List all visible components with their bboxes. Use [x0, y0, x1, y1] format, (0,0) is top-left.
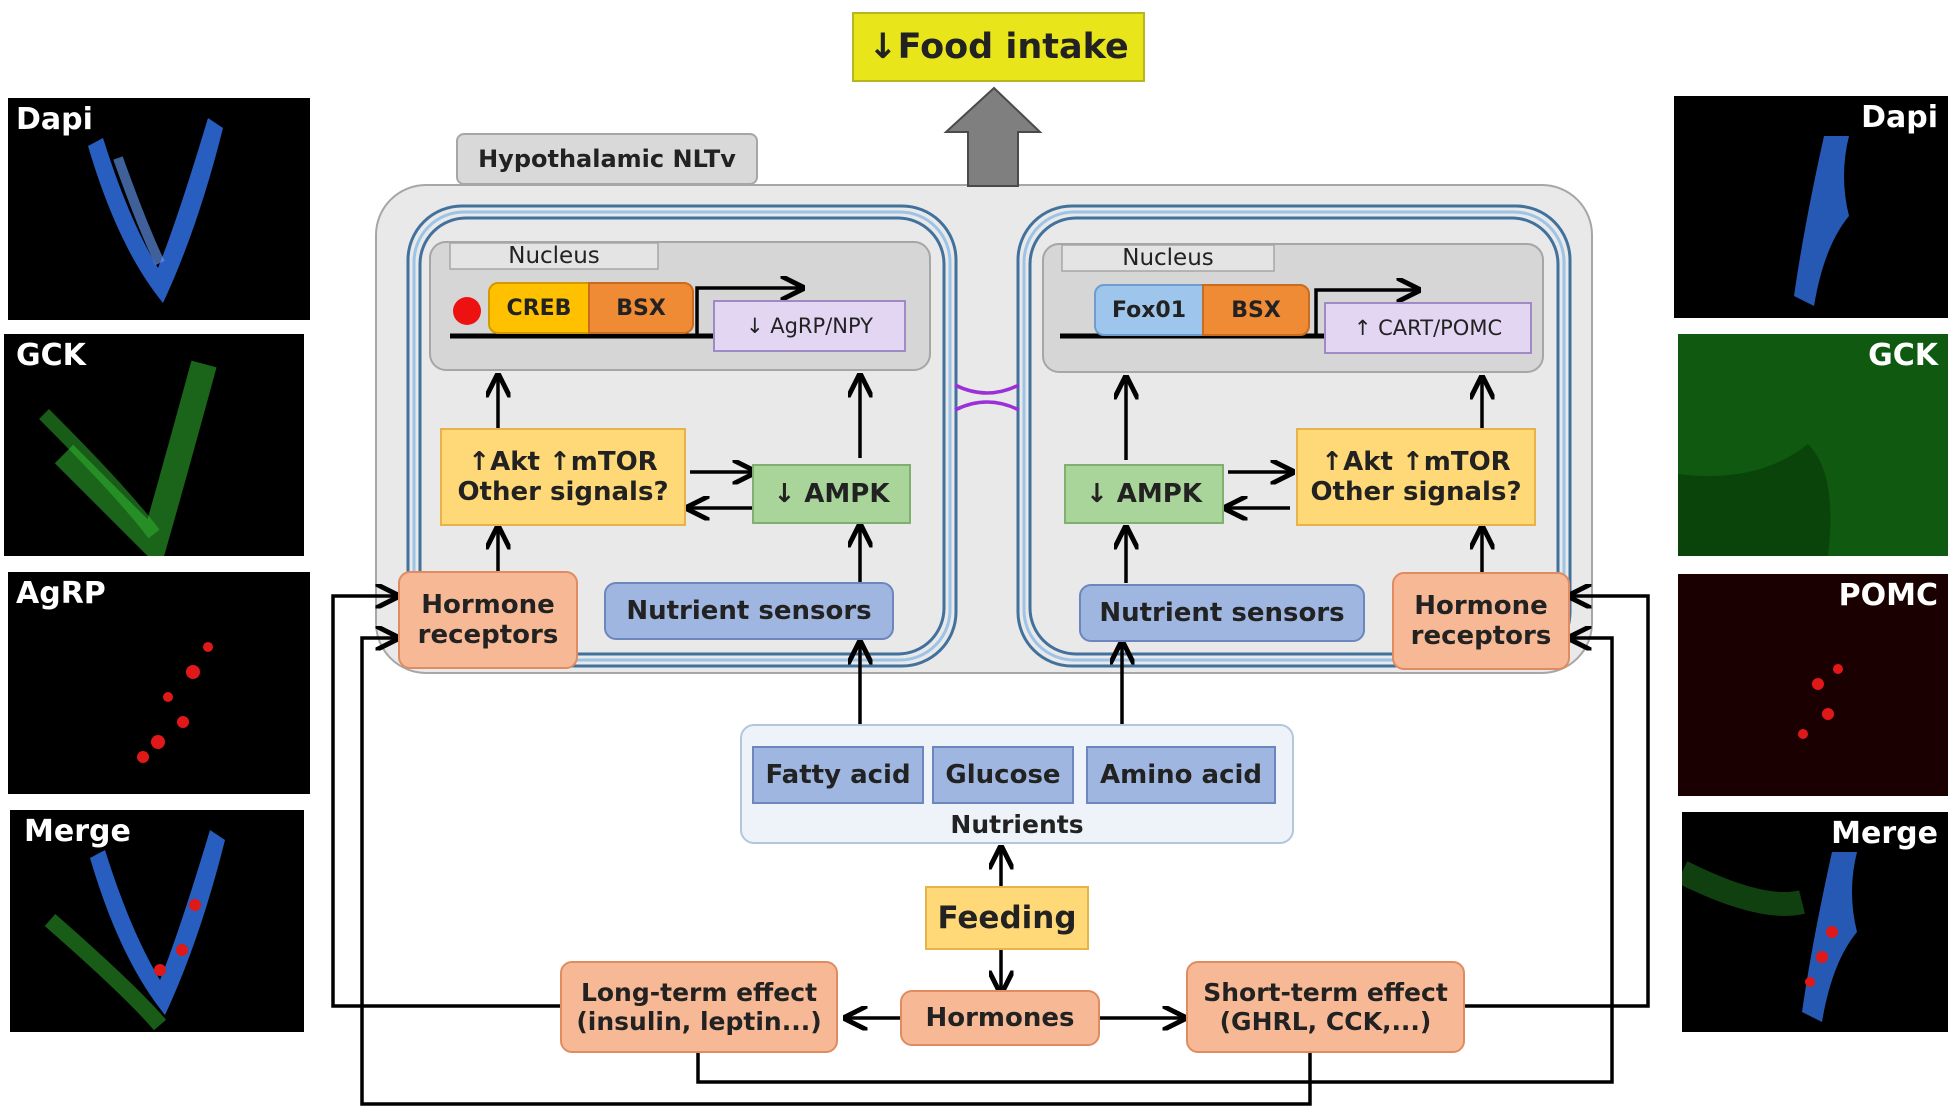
receptors-label: receptors [417, 620, 559, 650]
food-intake-label: Food intake [897, 27, 1129, 67]
glucose-label: Glucose [945, 760, 1061, 790]
akt-mtor-label: ↑Akt ↑mTOR [468, 447, 658, 477]
down-arrow-icon: ↓ [868, 27, 898, 67]
glucose-box: Glucose [932, 746, 1074, 804]
left-cell-membrane [406, 204, 958, 668]
agrp-npy-label: ↓ AgRP/NPY [745, 314, 874, 338]
left-panel-label-dapi: Dapi [16, 102, 93, 137]
right-nutrient-sensors-box: Nutrient sensors [1079, 584, 1365, 642]
long-term-effect-box: Long-term effect (insulin, leptin...) [560, 961, 838, 1053]
left-panel-label-merge: Merge [24, 814, 131, 849]
left-panel-label-agrp: AgRP [16, 576, 106, 611]
amino-acid-label: Amino acid [1099, 760, 1263, 790]
gap-junction [954, 383, 1020, 412]
hormone-label: Hormone [1414, 591, 1548, 621]
agrp-npy-box: ↓ AgRP/NPY [713, 300, 906, 352]
right-fox01-box: Fox01 [1094, 284, 1204, 336]
right-gck-panel: GCK [1678, 334, 1948, 556]
right-pomc-panel: POMC [1678, 574, 1948, 796]
left-creb-box: CREB [488, 282, 590, 334]
left-hormone-receptors-box: Hormone receptors [398, 571, 578, 669]
right-dapi-panel: Dapi [1674, 96, 1948, 318]
fox01-label: Fox01 [1111, 297, 1187, 323]
fatty-acid-box: Fatty acid [752, 746, 924, 804]
left-panel-label-gck: GCK [16, 338, 86, 373]
ampk-label: ↓ AMPK [773, 479, 890, 509]
right-akt-box: ↑Akt ↑mTOR Other signals? [1296, 428, 1536, 526]
left-nutrient-sensors-box: Nutrient sensors [604, 582, 894, 640]
region-label: Hypothalamic NLTv [478, 145, 736, 173]
long-term-examples: (insulin, leptin...) [576, 1007, 822, 1036]
amino-acid-box: Amino acid [1086, 746, 1276, 804]
short-term-effect-box: Short-term effect (GHRL, CCK,...) [1186, 961, 1465, 1053]
cart-pomc-label: ↑ CART/POMC [1353, 316, 1503, 340]
right-ampk-box: ↓ AMPK [1064, 464, 1224, 524]
left-gck-panel: GCK [4, 334, 304, 556]
hormone-label: Hormone [421, 590, 555, 620]
other-signals-label: Other signals? [1310, 477, 1522, 507]
output-arrow [943, 86, 1043, 187]
short-term-examples: (GHRL, CCK,...) [1219, 1007, 1432, 1036]
short-term-label: Short-term effect [1203, 978, 1448, 1007]
cart-pomc-box: ↑ CART/POMC [1324, 302, 1532, 354]
region-label-box: Hypothalamic NLTv [456, 133, 758, 185]
akt-mtor-label: ↑Akt ↑mTOR [1321, 447, 1511, 477]
right-panel-label-merge: Merge [1831, 816, 1938, 851]
nutrient-sensors-label: Nutrient sensors [1099, 598, 1345, 628]
bsx-label: BSX [1231, 297, 1281, 323]
fatty-acid-label: Fatty acid [765, 760, 911, 790]
right-merge-panel: Merge [1682, 812, 1948, 1032]
hormones-box: Hormones [900, 990, 1100, 1046]
other-signals-label: Other signals? [457, 477, 669, 507]
nutrients-label: Nutrients [950, 809, 1084, 839]
right-panel-label-dapi: Dapi [1861, 100, 1938, 135]
left-nucleus-label: Nucleus [508, 243, 600, 269]
right-panel-label-pomc: POMC [1838, 578, 1938, 613]
right-cell-membrane [1016, 204, 1572, 668]
feeding-label: Feeding [937, 900, 1077, 936]
feeding-box: Feeding [925, 886, 1089, 950]
right-hormone-receptors-box: Hormone receptors [1392, 572, 1570, 670]
food-intake-box: ↓Food intake [852, 12, 1145, 82]
ampk-label: ↓ AMPK [1085, 479, 1203, 509]
hormones-label: Hormones [925, 1003, 1075, 1033]
bsx-label: BSX [616, 295, 666, 321]
left-akt-box: ↑Akt ↑mTOR Other signals? [440, 428, 686, 526]
left-agrp-panel: AgRP [8, 572, 310, 794]
long-term-label: Long-term effect [580, 978, 818, 1007]
right-bsx-box: BSX [1202, 284, 1310, 336]
phospho-dot [453, 297, 481, 325]
left-dapi-panel: Dapi [8, 98, 310, 320]
receptors-label: receptors [1410, 621, 1552, 651]
left-ampk-box: ↓ AMPK [752, 464, 911, 524]
left-bsx-box: BSX [588, 282, 694, 334]
left-merge-panel: Merge [10, 810, 304, 1032]
nutrient-sensors-label: Nutrient sensors [626, 596, 872, 626]
right-panel-label-gck: GCK [1868, 338, 1938, 373]
creb-label: CREB [506, 295, 572, 321]
right-nucleus-label: Nucleus [1122, 245, 1214, 271]
